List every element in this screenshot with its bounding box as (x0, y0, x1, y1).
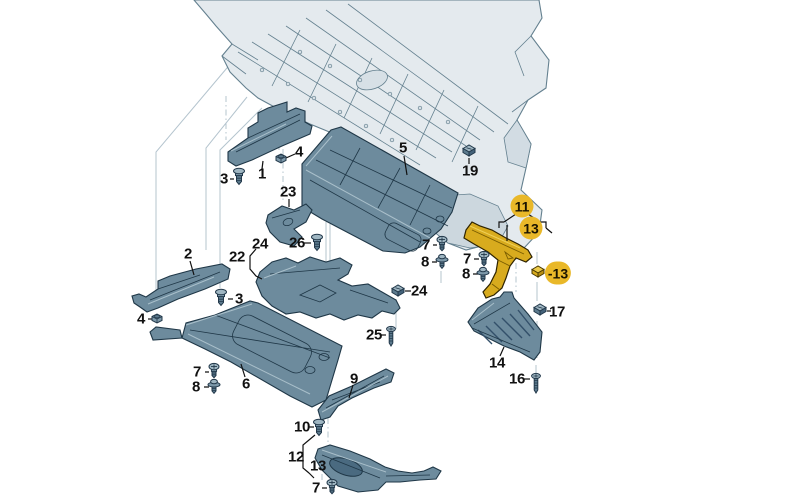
clip-icon (391, 284, 405, 297)
part-number-2-9[interactable]: 2 (183, 245, 193, 263)
highlight-part-11[interactable] (463, 221, 533, 299)
rivet-icon (215, 288, 227, 306)
part-number-19-4[interactable]: 19 (461, 162, 479, 180)
part-number-6-18[interactable]: 6 (241, 375, 251, 393)
part-number-8-17[interactable]: 8 (191, 378, 201, 396)
part-number-23-5[interactable]: 23 (279, 183, 297, 201)
part-number-12-21[interactable]: 12 (287, 448, 305, 466)
part-number-4-2[interactable]: 4 (294, 143, 304, 161)
panel-1 (227, 101, 313, 167)
clip-icon (533, 303, 547, 316)
screw-icon (436, 235, 448, 252)
label-leader-lines (148, 153, 553, 489)
highlighted-part-number--13[interactable]: -13 (544, 261, 572, 285)
part-number-5-3[interactable]: 5 (398, 139, 408, 157)
part-number-16-27[interactable]: 16 (508, 370, 526, 388)
screw-icon (208, 362, 220, 379)
screw-icon (478, 250, 490, 267)
panel-6 (149, 300, 343, 408)
part-number-10-20[interactable]: 10 (293, 418, 311, 436)
part-23 (265, 203, 313, 247)
screw-long-icon (531, 372, 541, 394)
rivet-icon (313, 418, 325, 436)
washer-icon (435, 253, 449, 269)
part-number-17-28[interactable]: 17 (548, 303, 566, 321)
washer-icon (207, 378, 221, 394)
part-number-7-16[interactable]: 7 (192, 363, 202, 381)
part-number-7-23[interactable]: 7 (311, 479, 321, 497)
screw-icon (326, 478, 338, 495)
part-number-7-24[interactable]: 7 (462, 250, 472, 268)
body-detail-holes (259, 49, 451, 143)
part-number-25-15[interactable]: 25 (365, 326, 383, 344)
washer-icon (476, 266, 490, 282)
part-number-4-13[interactable]: 4 (136, 310, 146, 328)
screw-long-icon (386, 325, 396, 347)
nut-icon (151, 313, 163, 324)
part-number-8-25[interactable]: 8 (461, 265, 471, 283)
panel-5 (301, 126, 459, 254)
part-22-heat-shield (255, 256, 401, 321)
part-number-3-12[interactable]: 3 (234, 290, 244, 308)
part-number-3-1[interactable]: 3 (219, 170, 229, 188)
part-number-26-6[interactable]: 26 (288, 234, 306, 252)
part-number-13-22[interactable]: 13 (309, 457, 327, 475)
part-number-24-14[interactable]: 24 (410, 282, 428, 300)
part-9-crossmember (317, 368, 395, 421)
nut-icon (275, 153, 287, 164)
panel-2 (131, 263, 231, 313)
highlighted-part-number-11[interactable]: 11 (510, 194, 534, 218)
rivet-icon (233, 167, 245, 185)
part-number-1-0[interactable]: 1 (257, 165, 267, 183)
part-number-22-11[interactable]: 22 (228, 248, 246, 266)
highlighted-part-number-13[interactable]: 13 (519, 216, 543, 240)
part-number-9-19[interactable]: 9 (349, 370, 359, 388)
part-number-7-7[interactable]: 7 (421, 236, 431, 254)
part-number-8-8[interactable]: 8 (420, 253, 430, 271)
clip-yellow-icon (531, 265, 545, 278)
part-number-14-26[interactable]: 14 (488, 354, 506, 372)
rivet-icon (311, 233, 323, 251)
part-14-wheelhouse-liner (467, 291, 543, 361)
part-13-sill-panel (314, 444, 442, 493)
part-number-24-10[interactable]: 24 (251, 235, 269, 253)
